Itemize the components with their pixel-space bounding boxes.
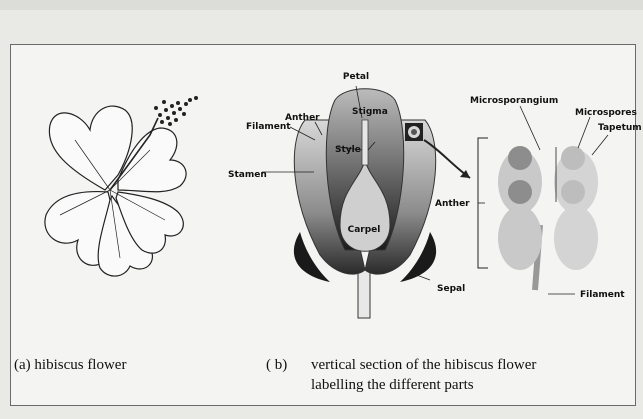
caption-a: (a) hibiscus flower [14, 357, 126, 374]
label-tapetum: Tapetum [598, 123, 642, 133]
label-carpel: Carpel [348, 225, 381, 235]
label-filament-enlarged: Filament [580, 290, 625, 300]
caption-b-marker: ( b) [266, 357, 287, 374]
label-style: Style [335, 145, 361, 155]
label-stigma: Stigma [352, 107, 388, 117]
caption-b-line1: vertical section of the hibiscus flower [311, 357, 536, 374]
label-petal: Petal [343, 72, 369, 82]
label-microsporangium: Microsporangium [470, 96, 558, 106]
stalk [358, 268, 370, 318]
label-sepal: Sepal [437, 284, 465, 294]
label-anther-enlarged: Anther [435, 199, 470, 209]
anther-enlarged-illustration [498, 146, 598, 290]
caption-b-line2: labelling the different parts [311, 377, 474, 394]
anther-cluster [154, 96, 198, 126]
style-column [362, 120, 368, 165]
label-microspores: Microspores [575, 108, 637, 118]
hibiscus-flower-illustration [45, 106, 186, 276]
label-stamen: Stamen [228, 170, 267, 180]
label-filament: Filament [246, 122, 291, 132]
